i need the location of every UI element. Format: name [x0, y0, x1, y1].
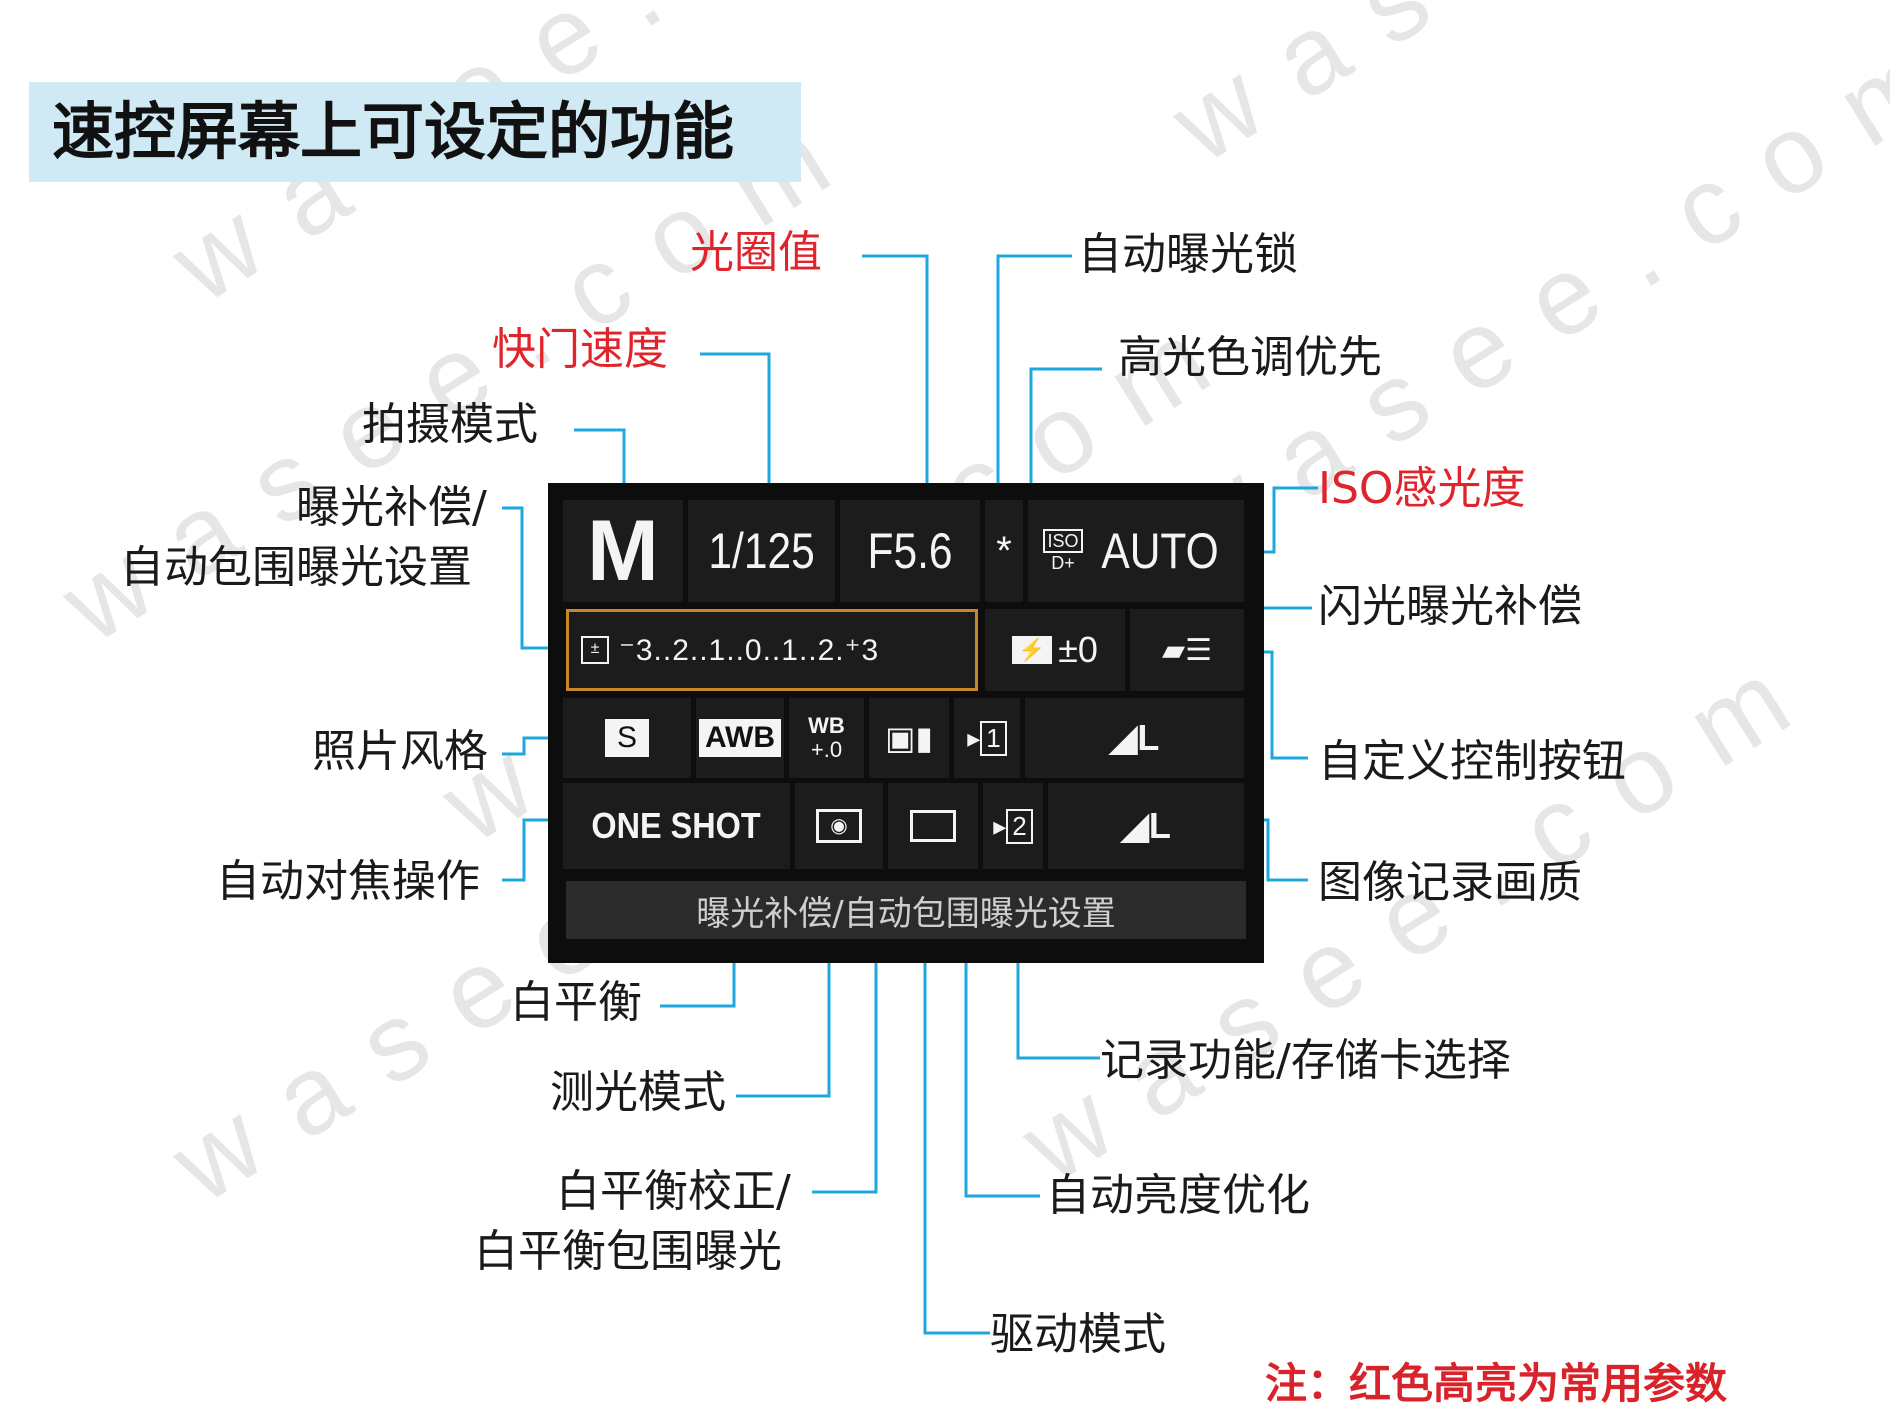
card1-value: 1 — [980, 720, 1007, 756]
label-shooting-mode: 拍摄模式 — [362, 399, 538, 450]
label-flash-comp: 闪光曝光补偿 — [1318, 581, 1582, 632]
flash-comp-value: ±0 — [1058, 629, 1098, 670]
custom-controls-icon: ▰☰ — [1162, 633, 1212, 667]
label-image-quality: 图像记录画质 — [1318, 857, 1582, 908]
quick-control-screen: M 1/125 F5.6 * ISO D+ AUTO ± ⁻3..2..1..0… — [548, 483, 1264, 963]
exposure-scale: ⁻3..2..1..0..1..2.⁺3 — [619, 633, 880, 667]
iso-cell[interactable]: ISO D+ AUTO — [1028, 500, 1244, 602]
label-wb-correction-1: 白平衡校正/ — [556, 1166, 791, 1217]
title-background — [29, 82, 801, 182]
alo-cell[interactable]: ▣▮ — [869, 698, 949, 778]
drive-icon — [910, 810, 956, 842]
label-wb-correction-2: 白平衡包围曝光 — [474, 1226, 782, 1277]
flash-comp-icon: ⚡ — [1012, 636, 1053, 664]
ae-lock-cell[interactable]: * — [985, 500, 1023, 602]
note-text: 注：红色高亮为常用参数 — [1265, 1359, 1728, 1408]
play-arrow-icon: ▸ — [993, 810, 1007, 841]
leader-shutter — [700, 352, 771, 508]
label-alo: 自动亮度优化 — [1046, 1170, 1310, 1221]
label-custom-controls: 自定义控制按钮 — [1318, 736, 1626, 787]
page-title: 速控屏幕上可设定的功能 — [52, 95, 735, 168]
iso-value: AUTO — [1100, 523, 1219, 579]
picture-style-cell[interactable]: S — [563, 698, 691, 778]
label-exposure-comp-1: 曝光补偿/ — [296, 482, 487, 533]
mode-value: M — [587, 502, 659, 599]
label-iso: ISO感光度 — [1318, 463, 1526, 514]
flash-comp-cell[interactable]: ⚡ ±0 — [985, 609, 1125, 691]
quality1-value: L — [1137, 717, 1160, 758]
alo-icon: ▣▮ — [885, 720, 933, 756]
label-highlight-priority: 高光色调优先 — [1118, 332, 1382, 383]
wb-cell[interactable]: AWB — [696, 698, 784, 778]
quality-icon: ◢ — [1121, 805, 1149, 846]
wb-shift-bottom: +.0 — [810, 737, 843, 762]
exposure-scale-cell[interactable]: ± ⁻3..2..1..0..1..2.⁺3 — [566, 609, 978, 691]
mode-cell[interactable]: M — [563, 500, 683, 602]
shutter-cell[interactable]: 1/125 — [688, 500, 835, 602]
label-aperture: 光圈值 — [690, 227, 822, 278]
card2-cell[interactable]: ▸ 2 — [983, 783, 1043, 869]
label-drive-mode: 驱动模式 — [990, 1309, 1166, 1360]
label-shutter: 快门速度 — [492, 324, 668, 375]
custom-controls-cell[interactable]: ▰☰ — [1130, 609, 1244, 691]
aperture-cell[interactable]: F5.6 — [840, 500, 980, 602]
leader-ae-lock — [996, 254, 1072, 515]
leader-shooting-mode — [574, 428, 626, 508]
label-ae-lock: 自动曝光锁 — [1078, 229, 1298, 280]
picture-style-value: S — [616, 721, 637, 754]
quality-icon: ◢ — [1109, 717, 1138, 758]
wb-shift-cell[interactable]: WB +.0 — [789, 698, 864, 778]
aperture-value: F5.6 — [867, 523, 953, 579]
label-af-operation: 自动对焦操作 — [216, 856, 480, 907]
iso-badge-bottom: D+ — [1051, 553, 1075, 573]
label-metering: 测光模式 — [550, 1067, 726, 1118]
wb-shift-top: WB — [808, 713, 845, 738]
label-exposure-comp-2: 自动包围曝光设置 — [120, 542, 472, 593]
play-arrow-icon: ▸ — [967, 722, 981, 753]
label-record-card: 记录功能/存储卡选择 — [1100, 1035, 1511, 1086]
drive-cell[interactable] — [888, 783, 978, 869]
ae-lock-icon: * — [996, 528, 1012, 573]
af-mode-cell[interactable]: ONE SHOT — [563, 783, 790, 869]
iso-badge-icon: ISO D+ — [1043, 529, 1083, 573]
card2-value: 2 — [1006, 808, 1033, 844]
af-mode-value: ONE SHOT — [591, 805, 762, 846]
metering-cell[interactable]: ◉ — [795, 783, 883, 869]
wb-value: AWB — [699, 719, 781, 757]
exposure-comp-icon: ± — [581, 636, 609, 664]
status-bar: 曝光补偿/自动包围曝光设置 — [566, 881, 1246, 939]
leader-picture-style — [502, 736, 548, 756]
label-white-balance: 白平衡 — [510, 977, 642, 1028]
picture-style-icon: S — [604, 719, 649, 757]
shutter-value: 1/125 — [708, 523, 815, 579]
iso-badge-top: ISO — [1043, 529, 1083, 553]
quality2-value: L — [1148, 805, 1171, 846]
leader-drive — [923, 840, 990, 1335]
quality2-cell[interactable]: ◢ L — [1048, 783, 1244, 869]
leader-aperture — [862, 254, 929, 508]
quality1-cell[interactable]: ◢ L — [1025, 698, 1244, 778]
label-picture-style: 照片风格 — [312, 726, 488, 777]
metering-icon: ◉ — [816, 809, 862, 843]
card1-cell[interactable]: ▸ 1 — [954, 698, 1020, 778]
